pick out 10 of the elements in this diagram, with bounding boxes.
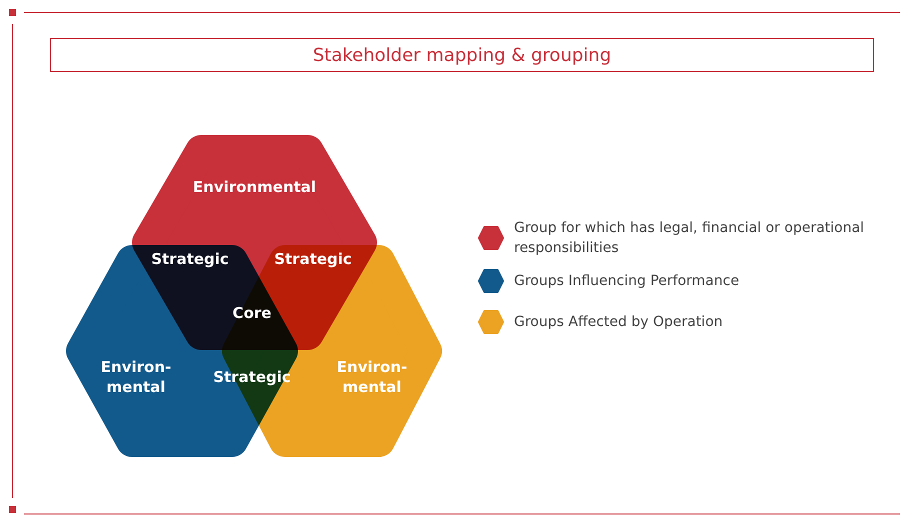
overlap-label: Core	[232, 304, 272, 322]
legend-text: Group for which has legal, financial or operational responsibilities	[514, 219, 866, 258]
group-label: Environmental	[192, 177, 318, 197]
group-label: Environ-mental	[336, 357, 408, 397]
title-banner: Stakeholder mapping & grouping	[50, 38, 874, 72]
legend-text: Groups Influencing Performance	[514, 272, 740, 291]
group-label: Environ-mental	[100, 357, 172, 397]
overlap-label: Strategic	[151, 250, 229, 268]
overlap-label: Strategic	[274, 250, 352, 268]
legend-text: Groups Affected by Operation	[514, 313, 724, 332]
